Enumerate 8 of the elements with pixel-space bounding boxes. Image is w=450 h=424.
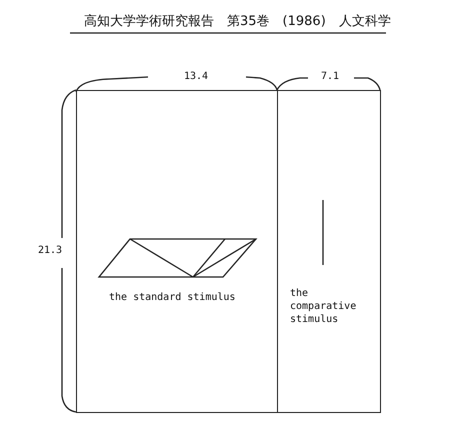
stimulus-panel	[76, 90, 278, 413]
running-header: 高知大学学術研究報告 第35巻 (1986) 人文科学	[82, 12, 393, 30]
dimension-label: 7.1	[319, 71, 342, 82]
stimulus-panel	[277, 90, 381, 413]
dimension-label: 21.3	[36, 245, 64, 256]
stimulus-caption: the comparative stimulus	[290, 287, 358, 326]
stimulus-caption: the standard stimulus	[109, 291, 236, 304]
dimension-label: 13.4	[182, 71, 210, 82]
